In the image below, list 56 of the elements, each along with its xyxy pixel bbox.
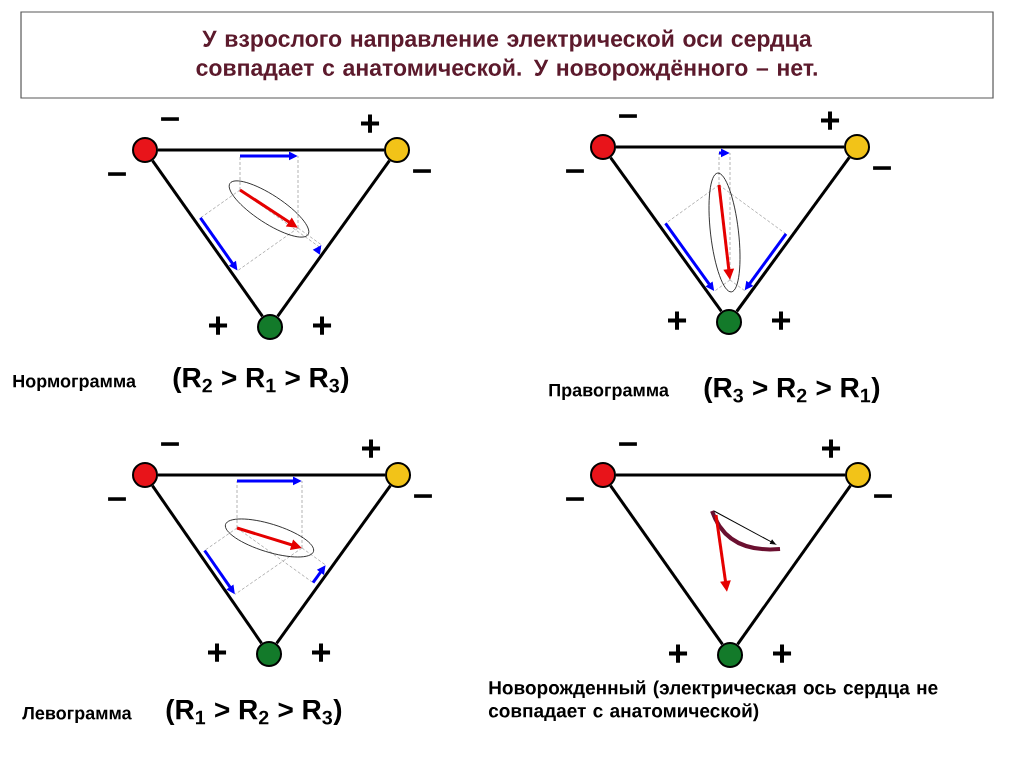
electrode-circle xyxy=(385,462,411,488)
polarity-sign: + xyxy=(208,643,227,662)
lead-line xyxy=(616,145,844,149)
lead-line xyxy=(609,156,723,313)
polarity-sign: – xyxy=(108,172,126,176)
polarity-sign: + xyxy=(312,643,331,662)
polarity-sign: + xyxy=(669,644,688,663)
caption-text: Новорожденный (электрическая ось сердца не совпадает с анатомической) xyxy=(488,680,938,722)
electrode-circle xyxy=(132,462,158,488)
electrode-circle xyxy=(590,134,616,160)
caption-text: Нормограмма xyxy=(13,374,137,392)
lead-line xyxy=(275,484,392,645)
electrode-circle xyxy=(132,137,158,163)
lead-line xyxy=(736,484,852,646)
polarity-sign: + xyxy=(821,111,840,130)
lead-line xyxy=(151,159,264,318)
formula-text: (R$_{3}$ > R$_{2}$ > R$_{1}$) xyxy=(704,376,880,404)
formula-text: (R$_{1}$ > R$_{2}$ > R$_{3}$) xyxy=(166,698,342,726)
lead-line xyxy=(735,156,851,313)
polarity-sign: + xyxy=(361,114,380,133)
polarity-sign: + xyxy=(773,644,792,663)
polarity-sign: – xyxy=(619,442,637,446)
polarity-sign: – xyxy=(619,114,637,118)
polarity-sign: – xyxy=(161,442,179,446)
lead-line xyxy=(616,473,845,477)
electrode-circle xyxy=(845,462,871,488)
lead-line xyxy=(276,159,391,318)
caption-text: Правограмма xyxy=(549,383,670,401)
electrode-circle xyxy=(844,134,870,160)
lead-line xyxy=(609,484,724,646)
electrode-circle xyxy=(384,137,410,163)
polarity-sign: – xyxy=(873,166,891,170)
polarity-sign: – xyxy=(874,494,892,498)
polarity-sign: – xyxy=(108,497,126,501)
lead-line xyxy=(151,484,263,645)
polarity-sign: – xyxy=(161,117,179,121)
polarity-sign: + xyxy=(822,439,841,458)
lead-line xyxy=(158,148,384,152)
polarity-sign: – xyxy=(413,169,431,173)
title-box: У взрослого направление электрической оси сердца совпадает с анатомической. У новорождённого – нет. xyxy=(20,11,994,99)
polarity-sign: – xyxy=(566,169,584,173)
polarity-sign: + xyxy=(313,316,332,335)
polarity-sign: + xyxy=(668,311,687,330)
electrode-circle xyxy=(590,462,616,488)
polarity-sign: – xyxy=(566,497,584,501)
caption-text: Левограмма xyxy=(22,706,132,724)
polarity-sign: + xyxy=(772,311,791,330)
electrode-circle xyxy=(716,309,742,335)
formula-text: (R$_{2}$ > R$_{1}$ > R$_{3}$) xyxy=(173,366,349,394)
electrode-circle xyxy=(257,314,283,340)
electrode-circle xyxy=(717,642,743,668)
lead-line xyxy=(158,473,385,477)
electrode-circle xyxy=(256,641,282,667)
polarity-sign: – xyxy=(414,494,432,498)
polarity-sign: + xyxy=(209,316,228,335)
polarity-sign: + xyxy=(362,439,381,458)
